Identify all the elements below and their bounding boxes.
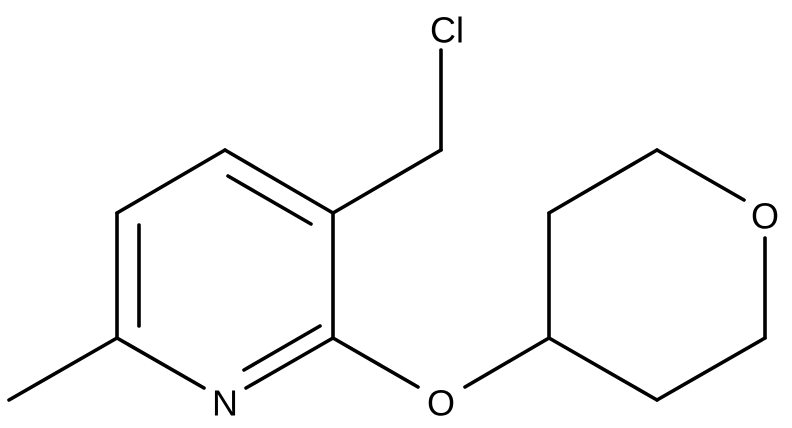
bond-ring-c4-c3-inner	[226, 174, 313, 226]
bond-c2-o	[331, 336, 420, 389]
bond-o-ch	[463, 336, 551, 389]
bond-ring-c2-n-inner	[242, 324, 322, 372]
bond-thp-c2-o	[655, 148, 746, 202]
chlorine-atom-label: Cl	[430, 10, 464, 51]
bond-thp-c3-c2	[547, 148, 659, 215]
bond-ring-c4-c3	[223, 148, 335, 215]
bond-ring-c4-c5	[115, 148, 227, 215]
ether-oxygen-atom-label: O	[427, 383, 455, 424]
bond-thp-c6-c5	[655, 336, 767, 402]
bond-ring-c6-n	[115, 336, 206, 390]
ring-oxygen-atom-label: O	[751, 196, 779, 237]
pyridine-nitrogen-atom-label: N	[212, 383, 238, 424]
bond-thp-c5-c4	[547, 336, 659, 402]
bond-ring-c2-n	[244, 336, 335, 390]
bond-c3-ch2	[331, 148, 443, 215]
bond-methyl	[7, 336, 119, 402]
